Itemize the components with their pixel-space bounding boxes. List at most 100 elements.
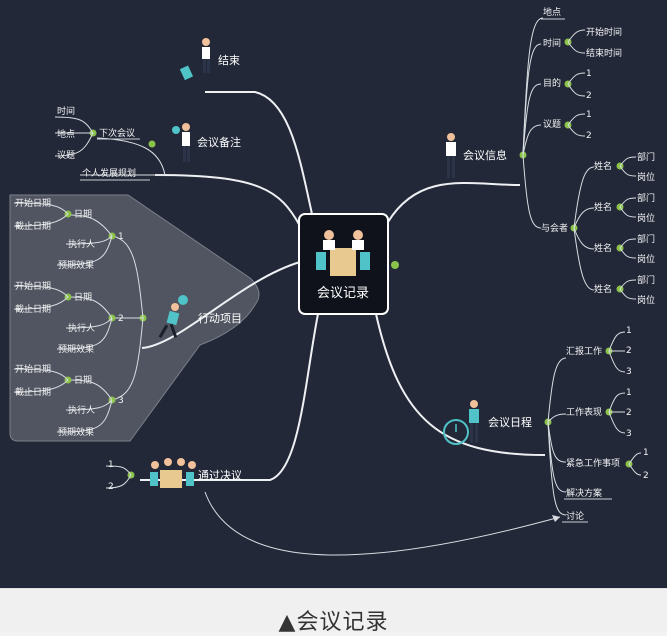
g3-owner: 执行人 <box>68 404 95 416</box>
link-agenda-report <box>547 357 567 423</box>
agenda-solution-label: 解决方案 <box>566 487 602 499</box>
link-group-1 <box>111 235 144 319</box>
end-label: 结束 <box>218 54 240 67</box>
mindmap-canvas: 会议记录 结束 会议备注 下次会议 时间 地点 议题 个人发展规划 行动项目 <box>0 0 667 588</box>
person-1-dept: 部门 <box>637 151 655 163</box>
link-p1-post <box>619 165 637 177</box>
person-4-dept: 部门 <box>637 274 655 286</box>
info-person-icon <box>446 133 456 178</box>
g2-start: 开始日期 <box>15 280 51 292</box>
link-agenda-solution <box>547 421 567 493</box>
info-topic-label: 议题 <box>543 119 561 130</box>
person-2-name: 姓名 <box>594 201 612 213</box>
performance-item-3: 3 <box>626 429 632 439</box>
link-perf-1 <box>608 392 626 413</box>
person-4-name: 姓名 <box>594 283 612 295</box>
link-notes <box>154 174 301 227</box>
link-group-3 <box>111 317 144 401</box>
link-person-2 <box>573 207 595 229</box>
link-person-3 <box>573 227 595 250</box>
link-nm-time <box>54 116 94 134</box>
info-time-label: 时间 <box>543 37 561 49</box>
actions-label: 行动项目 <box>198 312 242 325</box>
caption-bar <box>0 588 667 632</box>
link-urgent-1 <box>628 452 642 465</box>
agenda-label: 会议日程 <box>488 416 532 429</box>
person-3-dept: 部门 <box>637 233 655 245</box>
link-res-1 <box>105 465 132 476</box>
g2-owner: 执行人 <box>68 322 95 334</box>
link-res-2 <box>105 474 132 489</box>
resolutions-label: 通过决议 <box>198 469 242 482</box>
figure-caption: ▲会议记录 <box>278 610 389 635</box>
link-info-topic <box>522 124 542 156</box>
link-g2-end <box>13 296 69 310</box>
link-actions <box>141 261 301 349</box>
link-g3-owner <box>65 399 113 411</box>
agenda-discussion-label: 讨论 <box>566 510 584 522</box>
nm-place: 地点 <box>57 128 75 140</box>
link-g2-effect <box>56 317 113 350</box>
group-2-num: 2 <box>118 314 124 324</box>
link-p3-post <box>619 247 637 259</box>
suitcase-person-icon <box>179 38 210 81</box>
link-resolutions <box>140 313 319 481</box>
g1-effect: 预期效果 <box>58 259 94 271</box>
report-item-2: 2 <box>626 346 632 356</box>
meeting-table-icon <box>316 230 370 276</box>
performance-item-2: 2 <box>626 408 632 418</box>
plan-label: 个人发展规划 <box>82 167 136 179</box>
info-time-start: 开始时间 <box>586 26 622 38</box>
link-person-1 <box>573 166 595 229</box>
g2-effect: 预期效果 <box>58 343 94 355</box>
notes-collapse-dot[interactable] <box>148 140 156 148</box>
res-item-1: 1 <box>108 460 114 470</box>
link-g1-date <box>69 214 113 237</box>
link-g1-effect <box>56 235 113 266</box>
wheel-person-icon <box>443 400 479 445</box>
link-g1-end <box>13 213 69 227</box>
g3-date: 日期 <box>74 375 92 386</box>
person-2-post: 岗位 <box>637 212 655 224</box>
link-end <box>205 91 313 215</box>
link-p1-dept <box>619 156 637 167</box>
link-g3-effect <box>56 399 113 433</box>
nm-time: 时间 <box>57 105 75 117</box>
g1-owner: 执行人 <box>68 238 95 250</box>
g2-date: 日期 <box>74 292 92 303</box>
center-label: 会议记录 <box>317 286 369 301</box>
link-goal-2 <box>567 83 586 97</box>
group-1-num: 1 <box>118 232 124 242</box>
link-p2-post <box>619 206 637 218</box>
info-place: 地点 <box>543 6 561 18</box>
person-2-dept: 部门 <box>637 192 655 204</box>
link-p4-dept <box>619 279 637 290</box>
link-topic-2 <box>567 124 586 137</box>
link-report-1 <box>608 331 626 352</box>
link-agenda <box>375 313 546 456</box>
link-g3-start <box>13 368 69 381</box>
person-1-name: 姓名 <box>594 160 612 172</box>
link-person-4 <box>573 227 595 291</box>
info-topic-2: 2 <box>586 131 592 141</box>
res-item-2: 2 <box>108 482 114 492</box>
nm-topic: 议题 <box>57 150 75 161</box>
link-info-place <box>522 17 544 156</box>
link-p4-post <box>619 288 637 300</box>
info-attendees-label: 与会者 <box>541 222 568 234</box>
link-topic-1 <box>567 113 586 126</box>
link-goal-1 <box>567 72 586 85</box>
link-urgent-2 <box>628 463 642 476</box>
link-info-attendees <box>522 154 542 229</box>
report-item-3: 3 <box>626 367 632 377</box>
center-collapse-dot[interactable] <box>391 261 399 269</box>
next-meeting-label: 下次会议 <box>99 127 135 139</box>
person-1-post: 岗位 <box>637 171 655 183</box>
link-g3-date <box>69 379 113 401</box>
link-time-start <box>567 29 586 43</box>
link-nm-topic <box>54 132 94 157</box>
urgent-item-1: 1 <box>643 448 649 458</box>
link-time-end <box>567 41 586 54</box>
person-3-post: 岗位 <box>637 253 655 265</box>
link-agenda-discussion <box>547 421 567 516</box>
